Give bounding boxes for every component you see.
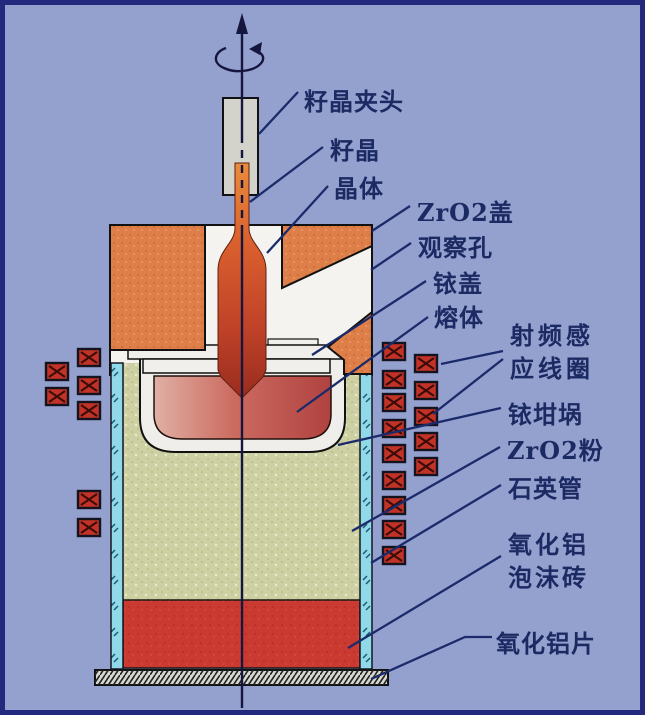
label-alumina-foam-brick-line1: 氧化铝 <box>508 530 589 559</box>
rf-coil-turn <box>44 361 70 382</box>
leader-line-rf-coil-b <box>432 358 504 415</box>
label-iridium-cover: 铱盖 <box>433 269 483 298</box>
label-melt: 熔体 <box>434 303 484 332</box>
label-rf-coil: 射频感 应线圈 <box>510 319 594 385</box>
leader-line-iridium-cover <box>311 280 427 356</box>
leader-line-seed-chuck <box>258 91 299 135</box>
label-alumina-foam-brick-line2: 泡沫砖 <box>508 563 589 592</box>
rf-coil-turn <box>381 443 407 464</box>
label-seed-chuck: 籽晶夹头 <box>304 87 404 116</box>
leader-line-alumina-sheet <box>370 635 492 681</box>
rf-coil-turn <box>413 431 439 452</box>
rf-coil-turn <box>76 489 102 510</box>
leader-line-crystal <box>266 185 329 254</box>
zro2-cover-shape <box>109 224 373 375</box>
rf-coil-left-group <box>44 347 102 538</box>
leader-line-seed <box>249 146 324 203</box>
leader-line-zro2-powder <box>351 445 501 533</box>
rf-coil-turn <box>413 353 439 374</box>
pull-axis-arrow-icon <box>236 13 248 708</box>
label-alumina-foam-brick: 氧化铝 泡沫砖 <box>508 528 589 594</box>
rf-coil-turn <box>76 517 102 538</box>
rf-coil-turn <box>381 341 407 362</box>
rf-coil-turn <box>381 519 407 540</box>
label-observation-hole: 观察孔 <box>418 233 493 262</box>
rf-coil-turn <box>381 470 407 491</box>
leader-line-rf-coil-a <box>440 349 504 366</box>
leader-line-observation-hole <box>370 242 412 271</box>
leader-line-zro2-cover <box>371 205 411 232</box>
label-zro2-powder: ZrO2粉 <box>507 436 604 465</box>
label-quartz-tube: 石英管 <box>508 474 583 503</box>
rf-coil-turn <box>381 392 407 413</box>
rf-coil-turn <box>76 375 102 396</box>
leader-line-iridium-crucible <box>337 406 502 447</box>
furnace-diagram-graphics <box>44 13 504 708</box>
rf-coil-turn <box>44 386 70 407</box>
quartz-tube-left-shape <box>110 362 124 670</box>
leader-line-melt <box>296 316 429 413</box>
label-crystal: 晶体 <box>334 174 384 203</box>
leader-line-quartz-tube <box>370 484 502 564</box>
rf-coil-turn <box>76 400 102 421</box>
label-iridium-crucible: 铱坩埚 <box>508 400 583 429</box>
label-rf-coil-line2: 应线圈 <box>510 354 594 383</box>
rotation-arrow-icon <box>214 42 265 73</box>
rf-coil-right-group <box>381 341 439 566</box>
rf-coil-turn <box>381 369 407 390</box>
leader-line-foam-brick <box>347 555 502 649</box>
label-alumina-sheet: 氧化铝片 <box>496 629 596 658</box>
rf-coil-turn <box>413 456 439 477</box>
label-seed-crystal: 籽晶 <box>330 136 380 165</box>
label-rf-coil-line1: 射频感 <box>510 321 594 350</box>
leader-lines <box>249 91 504 681</box>
quartz-tube-right-shape <box>359 362 373 670</box>
rf-coil-turn <box>76 347 102 368</box>
label-zro2-cover: ZrO2盖 <box>417 198 514 227</box>
rf-coil-turn <box>413 380 439 401</box>
